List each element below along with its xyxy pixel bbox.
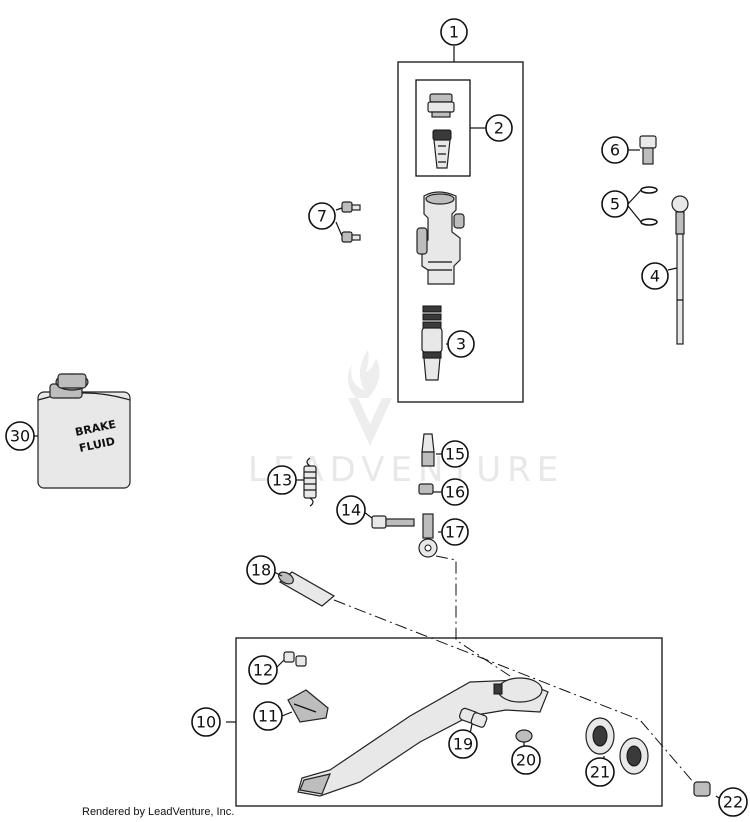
svg-text:15: 15 <box>445 445 465 464</box>
washer-part-20 <box>515 729 533 743</box>
assembly-box-1 <box>397 61 524 403</box>
svg-text:13: 13 <box>272 471 292 490</box>
piston-kit-part <box>421 305 443 381</box>
callout-5: 5 <box>601 190 629 218</box>
reservoir-cap-part <box>427 93 455 118</box>
svg-text:1: 1 <box>449 23 459 42</box>
callout-21: 21 <box>585 757 615 787</box>
callout-13: 13 <box>267 465 297 495</box>
callout-30: 30 <box>5 421 35 451</box>
pivot-bolt-part <box>371 515 415 529</box>
callout-1: 1 <box>440 18 468 46</box>
master-cylinder-body <box>416 191 465 285</box>
callout-10: 10 <box>191 707 221 737</box>
svg-text:10: 10 <box>196 713 216 732</box>
callout-15: 15 <box>441 440 469 468</box>
bushing-part <box>459 707 488 728</box>
svg-text:18: 18 <box>251 561 271 580</box>
svg-text:3: 3 <box>456 335 466 354</box>
callout-2: 2 <box>485 114 513 142</box>
bolt-part-7 <box>341 201 361 243</box>
callout-20: 20 <box>511 745 541 775</box>
callout-14: 14 <box>336 495 366 525</box>
callout-19: 19 <box>448 729 478 759</box>
pedal-tip-part <box>287 689 329 723</box>
callout-12: 12 <box>248 655 278 685</box>
callout-17: 17 <box>441 518 469 546</box>
brake-pedal-part <box>297 677 549 797</box>
svg-text:14: 14 <box>341 501 361 520</box>
svg-text:5: 5 <box>610 195 620 214</box>
brake-fluid-bottle: BRAKE FLUID <box>37 373 131 489</box>
watermark: LEADVENTURE <box>248 350 564 490</box>
callout-7: 7 <box>308 202 336 230</box>
nut-part-16 <box>418 483 434 495</box>
callout-16: 16 <box>441 478 469 506</box>
brake-hose-part <box>671 195 689 345</box>
callout-18: 18 <box>246 555 276 585</box>
watermark-text: LEADVENTURE <box>248 450 564 490</box>
svg-text:20: 20 <box>516 751 536 770</box>
nut-part-22 <box>693 781 711 797</box>
callout-6: 6 <box>601 136 629 164</box>
callout-22: 22 <box>718 787 748 817</box>
bearing-part <box>585 717 649 775</box>
svg-text:2: 2 <box>494 119 504 138</box>
credit-text: Rendered by LeadVenture, Inc. <box>82 806 235 818</box>
svg-text:12: 12 <box>253 661 273 680</box>
callout-3: 3 <box>447 330 475 358</box>
reservoir-filter-part <box>432 129 452 169</box>
svg-text:30: 30 <box>10 427 30 446</box>
assembly-line-clevis <box>435 555 511 677</box>
svg-text:11: 11 <box>258 707 278 726</box>
svg-text:22: 22 <box>723 793 743 812</box>
return-spring-part <box>303 457 317 507</box>
assembly-line-pin <box>333 599 701 791</box>
banjo-bolt-part <box>639 135 657 165</box>
clevis-part <box>418 513 438 558</box>
svg-text:7: 7 <box>317 207 327 226</box>
cap-part-12 <box>283 651 307 667</box>
pushrod-end-part <box>421 433 435 467</box>
callout-11: 11 <box>253 701 283 731</box>
svg-text:21: 21 <box>590 763 610 782</box>
callout-4: 4 <box>641 262 669 290</box>
pedal-pin-part <box>278 571 336 607</box>
washer-part-5 <box>640 186 658 226</box>
svg-text:16: 16 <box>445 483 465 502</box>
svg-text:6: 6 <box>610 141 620 160</box>
svg-text:19: 19 <box>453 735 473 754</box>
svg-text:17: 17 <box>445 523 465 542</box>
svg-text:4: 4 <box>650 267 660 286</box>
